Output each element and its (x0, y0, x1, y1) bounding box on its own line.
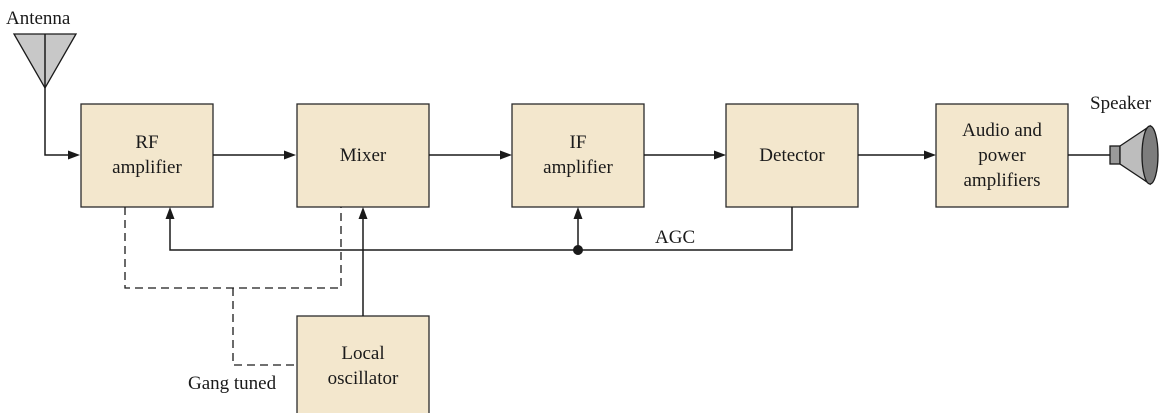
if-line-1: IF (570, 132, 587, 153)
agc-label: AGC (655, 227, 695, 248)
lo-line-2: oscillator (328, 368, 399, 389)
antenna-icon (12, 33, 78, 90)
arrowhead (358, 207, 368, 219)
audio-line-2: power (978, 145, 1026, 166)
audio-power-amplifier-block: Audio and power amplifiers (935, 103, 1069, 208)
speaker-label: Speaker (1090, 93, 1152, 114)
audio-line-3: amplifiers (963, 170, 1040, 191)
rf-line-1: RF (135, 132, 158, 153)
agc-junction-dot (573, 245, 583, 255)
detector-label: Detector (759, 145, 825, 166)
audio-line-1: Audio and (962, 120, 1042, 141)
arrowhead (165, 207, 175, 219)
antenna-label: Antenna (6, 8, 71, 29)
gang-tuned-label: Gang tuned (188, 373, 277, 394)
gang-tuning-link-to-lo (232, 288, 297, 366)
rf-amplifier-block: RF amplifier (80, 103, 214, 208)
mixer-label: Mixer (340, 145, 387, 166)
lo-line-1: Local (341, 343, 384, 364)
local-oscillator-block: Local oscillator (296, 315, 430, 413)
detector-block: Detector (725, 103, 859, 208)
agc-line (169, 207, 793, 251)
arrowhead (500, 150, 512, 160)
mixer-block: Mixer (296, 103, 430, 208)
arrowhead (68, 150, 80, 160)
antenna-feed-line (44, 88, 70, 156)
rf-line-2: amplifier (112, 157, 182, 178)
speaker-icon (1109, 124, 1159, 186)
arrowhead (924, 150, 936, 160)
gang-tuning-link (124, 207, 342, 289)
arrowhead (573, 207, 583, 219)
if-amplifier-block: IF amplifier (511, 103, 645, 208)
if-line-2: amplifier (543, 157, 613, 178)
arrowhead (714, 150, 726, 160)
arrowhead (284, 150, 296, 160)
